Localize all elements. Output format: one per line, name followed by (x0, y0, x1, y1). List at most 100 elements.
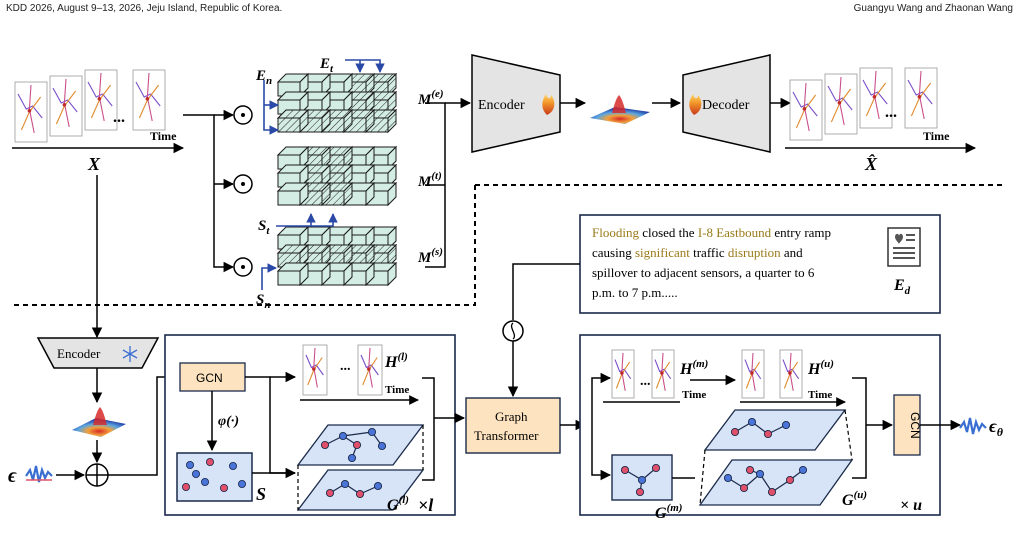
graph-node (377, 441, 387, 451)
encoder-top (471, 54, 561, 153)
label-H-l: H(l) (384, 351, 408, 371)
graph-node (755, 469, 765, 479)
traffic-map-thumbnail (132, 69, 166, 131)
epsilon-theta-label: ϵθ (989, 416, 1004, 439)
times-u-label: × u (900, 497, 922, 514)
description-line-1: Flooding closed the I-8 Eastbound entry … (592, 225, 831, 240)
time-label-output: Time (923, 129, 950, 143)
dots-hm: ... (640, 374, 651, 389)
noise-icon-output (959, 417, 987, 435)
flame-icon-encoder (542, 94, 555, 115)
label-E-t: Et (319, 56, 334, 75)
header-authors: Guangyu Wang and Zhaonan Wang (853, 3, 1013, 14)
label-E-d: Ed (893, 277, 911, 297)
gcn-left-label: GCN (196, 371, 223, 385)
label-S-t: St (258, 218, 270, 237)
graph-node (237, 479, 246, 488)
graph-node (185, 460, 194, 469)
time-label-hm: Time (682, 389, 706, 401)
h-l-maps (302, 344, 383, 396)
encoder-top-label: Encoder (478, 98, 525, 113)
label-M-e: M(e) (417, 88, 444, 108)
s-label: S (256, 484, 266, 504)
time-label-hl: Time (385, 384, 409, 396)
time-label-hu: Time (808, 389, 832, 401)
traffic-map-thumbnail (611, 349, 635, 399)
graph-edge (342, 431, 373, 437)
traffic-map-thumbnail (357, 344, 383, 396)
label-H-m: H(m) (679, 358, 708, 378)
label-H-u: H(u) (807, 358, 834, 378)
traffic-map-thumbnail (302, 344, 328, 396)
graph-node (340, 479, 350, 489)
graph-node (730, 427, 740, 437)
graph-node (620, 465, 630, 475)
graph-node (767, 487, 777, 497)
hadamard-t (233, 174, 253, 194)
document-icon (887, 227, 921, 267)
traffic-map-thumbnail (49, 75, 83, 137)
decoder-top-label: Decoder (702, 98, 750, 113)
traffic-map-thumbnail (14, 81, 48, 143)
description-line-4: p.m. to 7 p.m..... (592, 285, 678, 300)
noise-icon-input (25, 465, 53, 483)
graph-node (205, 457, 214, 466)
traffic-map-thumbnail (824, 73, 858, 135)
h-u-maps (741, 349, 803, 399)
graph-node (347, 453, 357, 463)
traffic-map-thumbnail (789, 79, 823, 141)
graph-node (745, 465, 755, 475)
output-traffic-maps (789, 67, 938, 141)
x-input-label: X (87, 154, 101, 174)
graph-node (651, 463, 661, 473)
s-matrix-nodes (181, 457, 246, 492)
label-G-l: G(l) (387, 494, 409, 514)
separator-dashed-mid (10, 185, 476, 306)
graph-node (325, 488, 335, 498)
g-u-graph (698, 409, 854, 506)
label-G-u: G(u) (842, 489, 867, 509)
latent-distribution-bottom (72, 407, 126, 437)
epsilon-label: ϵ (8, 465, 17, 487)
g-m-graph (620, 463, 661, 497)
label-E-n: En (255, 68, 272, 87)
graph-node (635, 487, 645, 497)
traffic-map-thumbnail (84, 69, 118, 131)
decoder-top (682, 54, 771, 153)
description-line-2: causing significant traffic disruption a… (592, 245, 803, 260)
latent-distribution-top (590, 95, 650, 124)
x-recon-label: X̂ (864, 154, 878, 174)
label-M-s: M(s) (417, 246, 443, 266)
graph-node (637, 475, 647, 485)
hadamard-s (233, 257, 253, 277)
phi-label: φ(·) (218, 414, 239, 429)
graph-node (781, 420, 791, 430)
encoder-bottom-label: Encoder (57, 346, 101, 361)
traffic-map-thumbnail (904, 67, 938, 129)
time-label-input: Time (150, 129, 177, 143)
graph-node (367, 427, 377, 437)
dots-output: ... (885, 104, 897, 121)
graph-node (355, 489, 365, 499)
graph-transformer-label-1: Graph (495, 409, 528, 424)
snowflake-icon (122, 346, 138, 362)
graph-node (320, 440, 330, 450)
header-venue: KDD 2026, August 9–13, 2026, Jeju Island… (6, 3, 283, 14)
text-encoder-node (502, 320, 524, 342)
traffic-map-thumbnail (741, 349, 765, 399)
flame-icon-decoder (689, 94, 702, 115)
traffic-map-thumbnail (859, 67, 893, 129)
graph-node (181, 482, 190, 491)
graph-node (723, 473, 733, 483)
graph-node (785, 475, 795, 485)
graph-node (739, 483, 749, 493)
description-line-3: spillover to adjacent sensors, a quarter… (592, 265, 815, 280)
cube-row (276, 108, 398, 134)
mask-cube-stacks (276, 72, 398, 287)
label-M-t: M(t) (417, 170, 442, 190)
cube-row (276, 225, 398, 251)
graph-node (747, 417, 757, 427)
input-traffic-maps (14, 69, 166, 143)
graph-node (763, 429, 773, 439)
